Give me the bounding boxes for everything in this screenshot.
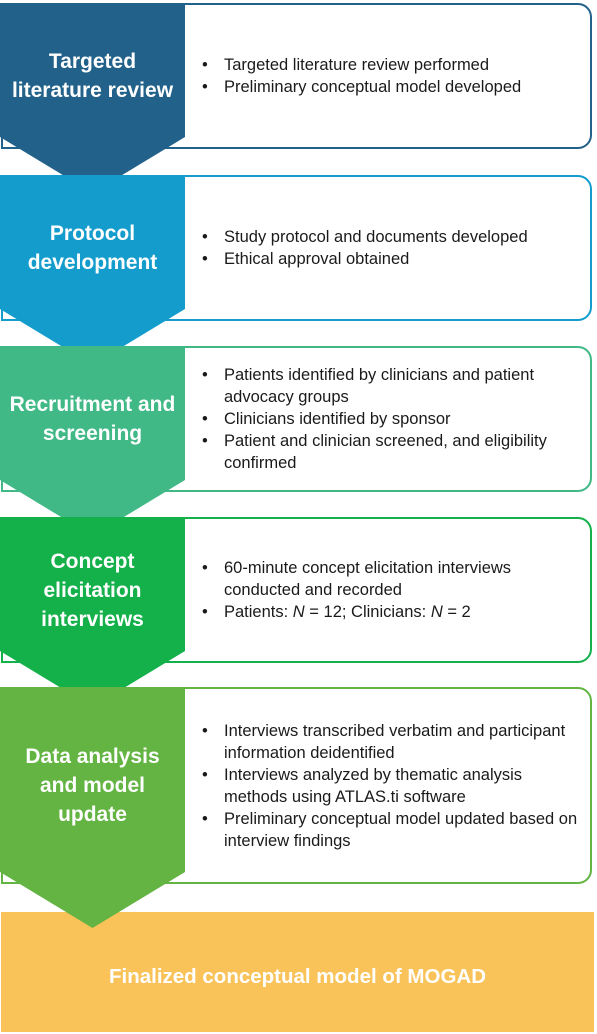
step-bullets-targeted-literature-review: Targeted literature review performedPrel… (200, 5, 589, 147)
step-arrow-shape (0, 346, 185, 536)
step-bullets-protocol-development: Study protocol and documents developedEt… (200, 177, 589, 319)
bullet-item: Ethical approval obtained (200, 248, 589, 270)
step-arrow-data-analysis-and-model-update (0, 687, 185, 928)
step-arrow-shape (0, 175, 185, 365)
step-arrow-concept-elicitation-interviews (0, 517, 185, 707)
bullet-item: Patients: N = 12; Clinicians: N = 2 (200, 601, 589, 623)
bullet-item: Clinicians identified by sponsor (200, 408, 589, 430)
bullet-item: Patient and clinician screened, and elig… (200, 430, 589, 474)
step-label-protocol-development: Protocol development (27, 222, 158, 274)
step-label-targeted-literature-review: Targeted literature review (11, 50, 174, 102)
step-arrow-shape (0, 687, 185, 928)
step-bullets-data-analysis-and-model-update: Interviews transcribed verbatim and part… (200, 689, 589, 882)
bullet-item: Interviews analyzed by thematic analysis… (200, 764, 589, 808)
step-arrow-protocol-development (0, 175, 185, 365)
step-bullets-recruitment-and-screening: Patients identified by clinicians and pa… (200, 348, 589, 490)
step-arrow-targeted-literature-review (0, 3, 185, 193)
final-outcome-label: Finalized conceptual model of MOGAD (109, 965, 486, 988)
step-label-concept-elicitation-interviews: Concept elicitation interviews (41, 549, 144, 631)
bullet-item: 60-minute concept elicitation interviews… (200, 557, 589, 601)
bullet-item: Targeted literature review performed (200, 54, 589, 76)
step-label-data-analysis-and-model-update: Data analysis and model update (25, 745, 160, 826)
step-arrow-shape (0, 517, 185, 707)
step-bullets-concept-elicitation-interviews: 60-minute concept elicitation interviews… (200, 519, 589, 661)
step-arrow-recruitment-and-screening (0, 346, 185, 536)
step-label-recruitment-and-screening: Recruitment and screening (9, 393, 176, 445)
bullet-item: Preliminary conceptual model updated bas… (200, 808, 589, 852)
final-outcome-box: Finalized conceptual model of MOGAD (1, 912, 594, 1032)
bullet-item: Patients identified by clinicians and pa… (200, 364, 589, 408)
step-arrow-shape (0, 3, 185, 193)
bullet-item: Study protocol and documents developed (200, 226, 589, 248)
bullet-item: Interviews transcribed verbatim and part… (200, 720, 589, 764)
bullet-item: Preliminary conceptual model developed (200, 76, 589, 98)
